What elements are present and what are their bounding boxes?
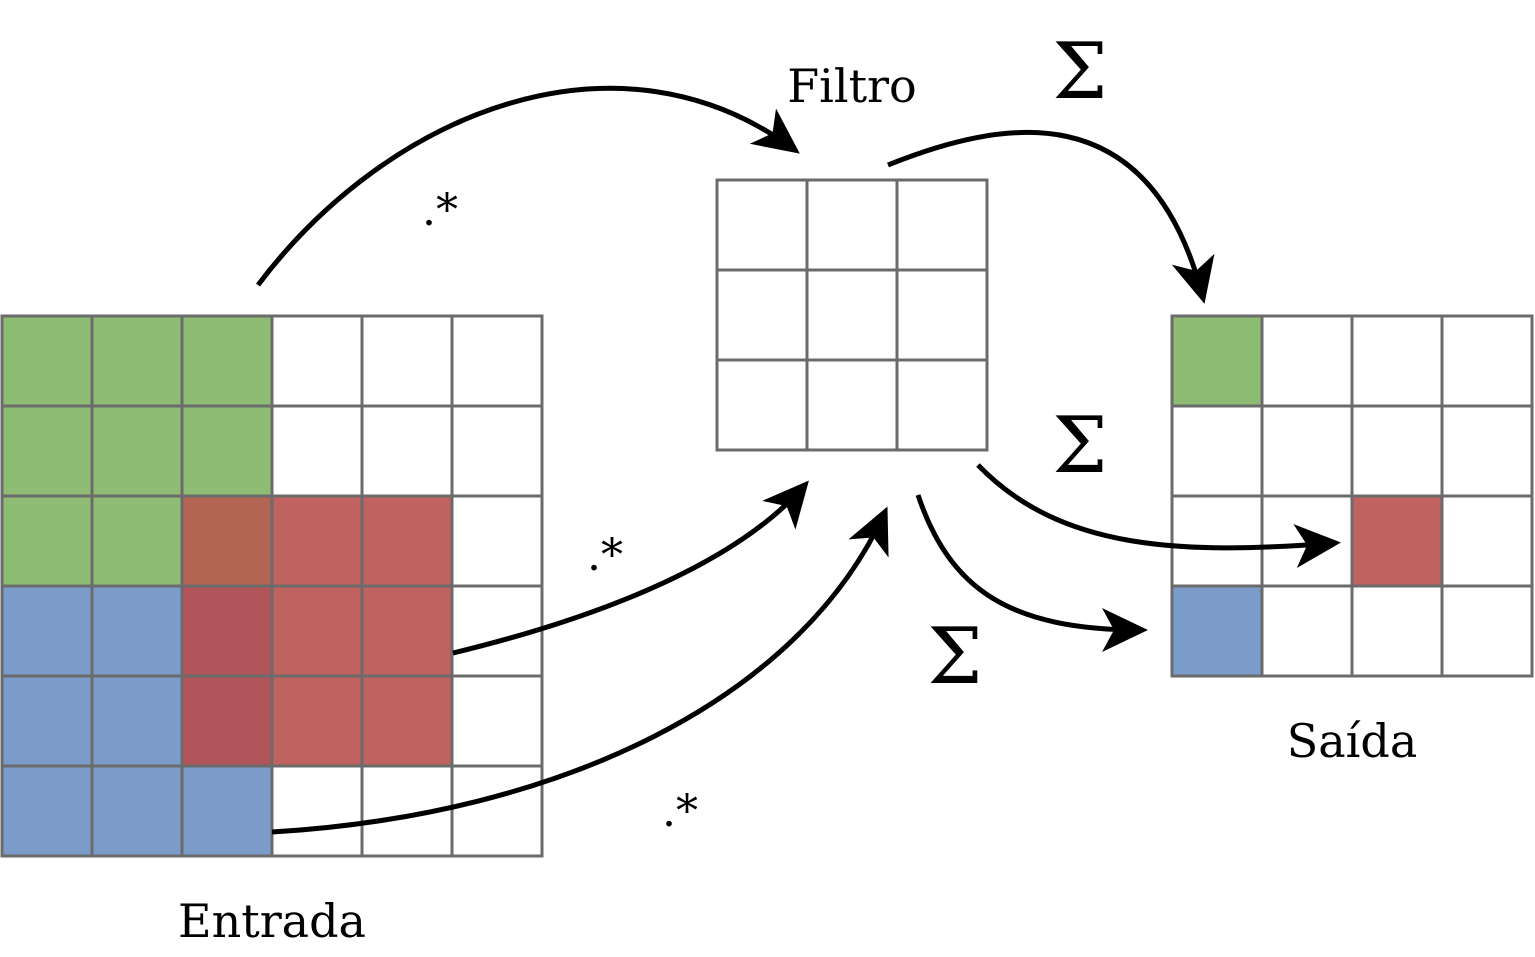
input-cell-2-5 — [450, 494, 544, 588]
input-cell-2-1 — [90, 494, 184, 588]
output-cell-0-0 — [1170, 314, 1264, 408]
input-cell-5-2 — [180, 764, 274, 858]
input-cell-1-4 — [360, 404, 454, 498]
filter-cell-2-1 — [805, 358, 899, 452]
input-cell-2-3 — [270, 494, 364, 588]
arrow-filter-to-blue-output — [915, 494, 1148, 652]
input-cell-1-1 — [90, 404, 184, 498]
input-cell-4-0 — [0, 674, 94, 768]
input-cell-3-3 — [270, 584, 364, 678]
input-grid — [0, 314, 544, 858]
output-cell-0-2 — [1350, 314, 1444, 408]
product-operator-middle: .* — [587, 530, 623, 581]
input-cell-4-5 — [450, 674, 544, 768]
input-cell-1-2 — [180, 404, 274, 498]
input-cell-0-4 — [360, 314, 454, 408]
input-cell-5-5 — [450, 764, 544, 858]
filter-cell-2-2 — [895, 358, 989, 452]
filter-label: Filtro — [787, 59, 917, 113]
arrow-green-to-filter — [256, 85, 800, 287]
output-cell-3-2 — [1350, 584, 1444, 678]
input-cell-4-3 — [270, 674, 364, 768]
output-cell-3-3 — [1440, 584, 1534, 678]
sum-operator-bottom: Σ — [927, 612, 982, 702]
input-cell-5-0 — [0, 764, 94, 858]
output-cell-0-3 — [1440, 314, 1534, 408]
output-cell-1-0 — [1170, 404, 1264, 498]
output-cell-1-2 — [1350, 404, 1444, 498]
output-cell-3-1 — [1260, 584, 1354, 678]
output-grid — [1170, 314, 1534, 678]
output-cell-2-1 — [1260, 494, 1354, 588]
output-cell-2-0 — [1170, 494, 1264, 588]
filter-cell-1-1 — [805, 268, 899, 362]
input-cell-2-0 — [0, 494, 94, 588]
arrow-red-to-filter — [452, 480, 809, 656]
input-cell-3-2 — [180, 584, 274, 678]
input-cell-3-4 — [360, 584, 454, 678]
output-cell-0-1 — [1260, 314, 1354, 408]
input-label: Entrada — [178, 894, 366, 948]
output-cell-2-2 — [1350, 494, 1444, 588]
input-cell-0-1 — [90, 314, 184, 408]
filter-grid — [715, 178, 989, 452]
output-cell-2-3 — [1440, 494, 1534, 588]
input-cell-0-3 — [270, 314, 364, 408]
input-cell-2-2 — [180, 494, 274, 588]
input-cell-0-5 — [450, 314, 544, 408]
input-cell-5-1 — [90, 764, 184, 858]
output-cell-3-0 — [1170, 584, 1264, 678]
input-cell-1-3 — [270, 404, 364, 498]
input-cell-5-3 — [270, 764, 364, 858]
input-cell-0-2 — [180, 314, 274, 408]
input-cell-3-1 — [90, 584, 184, 678]
filter-cell-1-0 — [715, 268, 809, 362]
arrow-filter-to-green-output — [887, 129, 1215, 304]
input-cell-3-0 — [0, 584, 94, 678]
input-cell-0-0 — [0, 314, 94, 408]
arrow-blue-to-filter — [271, 506, 889, 835]
sum-operator-top: Σ — [1052, 27, 1107, 117]
filter-cell-0-1 — [805, 178, 899, 272]
output-cell-1-3 — [1440, 404, 1534, 498]
input-cell-2-4 — [360, 494, 454, 588]
output-label: Saída — [1287, 714, 1418, 768]
input-cell-4-4 — [360, 674, 454, 768]
sum-operator-middle: Σ — [1052, 401, 1107, 491]
output-cell-1-1 — [1260, 404, 1354, 498]
filter-cell-0-0 — [715, 178, 809, 272]
filter-cell-0-2 — [895, 178, 989, 272]
input-cell-4-1 — [90, 674, 184, 768]
input-cell-1-0 — [0, 404, 94, 498]
arrow-filter-to-red-output — [976, 463, 1341, 569]
input-cell-4-2 — [180, 674, 274, 768]
product-operator-top: .* — [422, 185, 458, 236]
input-cell-1-5 — [450, 404, 544, 498]
filter-cell-1-2 — [895, 268, 989, 362]
product-operator-bottom: .* — [662, 786, 698, 837]
filter-cell-2-0 — [715, 358, 809, 452]
